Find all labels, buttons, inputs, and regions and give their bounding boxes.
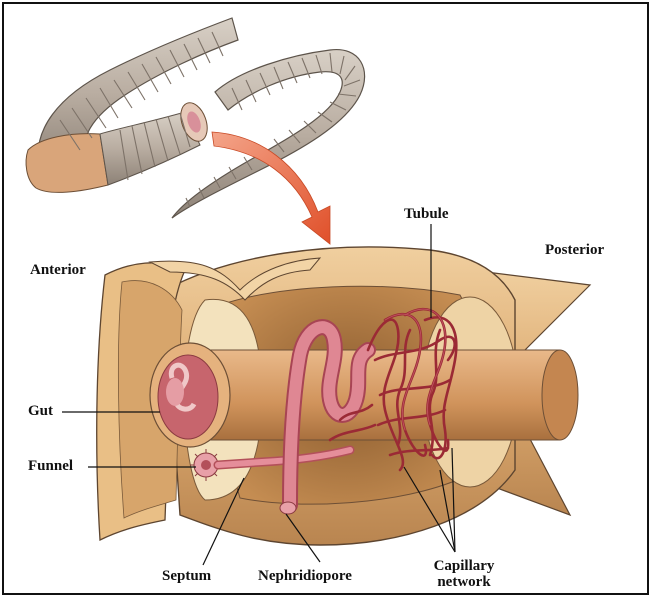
label-capillary-network: Capillary network (424, 558, 504, 590)
label-posterior: Posterior (545, 242, 604, 258)
label-tubule: Tubule (404, 206, 448, 222)
label-nephridiopore: Nephridiopore (258, 568, 352, 584)
label-anterior: Anterior (30, 262, 86, 278)
body-segment-cutaway (97, 247, 590, 545)
label-capillary-line1: Capillary (424, 558, 504, 574)
earthworm-anterior-piece (26, 18, 238, 192)
label-funnel: Funnel (28, 458, 73, 474)
label-gut: Gut (28, 403, 53, 419)
label-septum: Septum (162, 568, 211, 584)
label-capillary-line2: network (424, 574, 504, 590)
